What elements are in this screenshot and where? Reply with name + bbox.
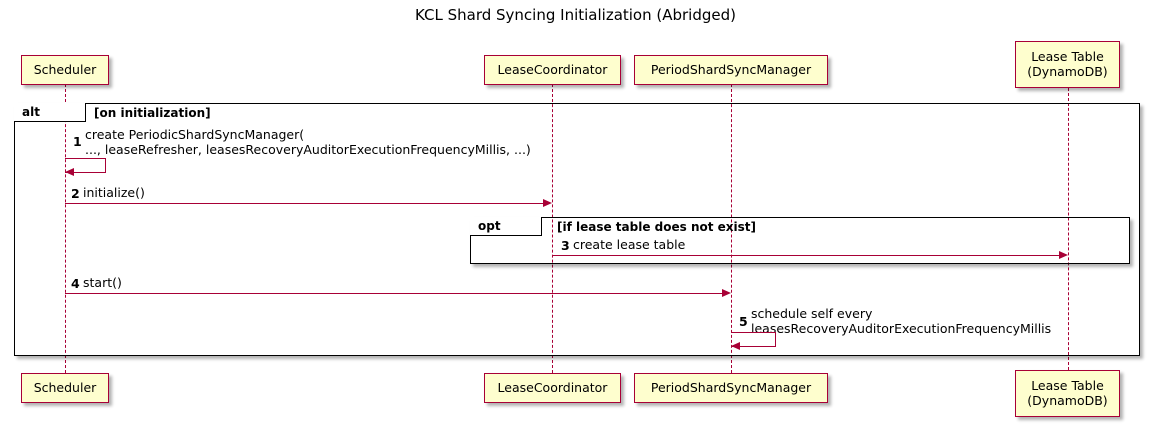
message-1-number: 1: [73, 134, 82, 149]
message-2-arrowhead: [543, 199, 552, 207]
message-4-label: start(): [83, 275, 122, 290]
opt-frame: [470, 217, 1130, 264]
lifeline-leasecoordinator: [552, 84, 553, 373]
message-1-label: create PeriodicShardSyncManager( ..., le…: [85, 127, 531, 157]
alt-frame-condition: [on initialization]: [94, 106, 211, 120]
message-2-label: initialize(): [83, 185, 145, 200]
participant-leasetable-bottom[interactable]: Lease Table (DynamoDB): [1015, 370, 1120, 417]
opt-frame-condition: [if lease table does not exist]: [557, 220, 757, 234]
message-5-number: 5: [739, 314, 748, 329]
participant-leasetable-top[interactable]: Lease Table (DynamoDB): [1015, 41, 1120, 88]
message-2-line: [65, 203, 544, 204]
message-3-number: 3: [561, 238, 570, 253]
diagram-title: KCL Shard Syncing Initialization (Abridg…: [415, 6, 736, 24]
alt-frame-tab-notch: [73, 103, 85, 121]
message-5-self-loop: [731, 332, 776, 347]
alt-frame: [14, 103, 1140, 356]
message-3-label: create lease table: [573, 237, 686, 252]
lifeline-scheduler: [65, 84, 66, 373]
message-3-arrowhead: [1059, 251, 1068, 259]
participant-leasecoordinator-top[interactable]: LeaseCoordinator: [484, 55, 621, 85]
message-5-arrowhead: [731, 342, 740, 350]
message-4-arrowhead: [722, 289, 731, 297]
alt-frame-operator: alt: [22, 105, 40, 119]
message-1-arrowhead: [65, 168, 74, 176]
participant-periodshardsyncmanager-bottom[interactable]: PeriodShardSyncManager: [634, 373, 828, 403]
alt-frame-tab: alt: [14, 103, 86, 122]
opt-frame-tab-notch: [529, 217, 541, 235]
participant-periodshardsyncmanager-top[interactable]: PeriodShardSyncManager: [634, 55, 828, 85]
message-3-line: [552, 255, 1059, 256]
message-2-number: 2: [71, 186, 80, 201]
opt-frame-tab: opt: [470, 217, 542, 236]
message-5-label: schedule self every leasesRecoveryAudito…: [751, 306, 1052, 336]
message-1-self-loop: [65, 158, 106, 173]
opt-frame-operator: opt: [478, 219, 501, 233]
message-4-number: 4: [71, 276, 80, 291]
message-4-line: [65, 293, 723, 294]
participant-scheduler-bottom[interactable]: Scheduler: [21, 373, 109, 403]
participant-leasecoordinator-bottom[interactable]: LeaseCoordinator: [484, 373, 621, 403]
participant-scheduler-top[interactable]: Scheduler: [21, 55, 109, 85]
lifeline-leasetable: [1068, 88, 1069, 370]
lifeline-periodshardsyncmanager: [731, 84, 732, 373]
